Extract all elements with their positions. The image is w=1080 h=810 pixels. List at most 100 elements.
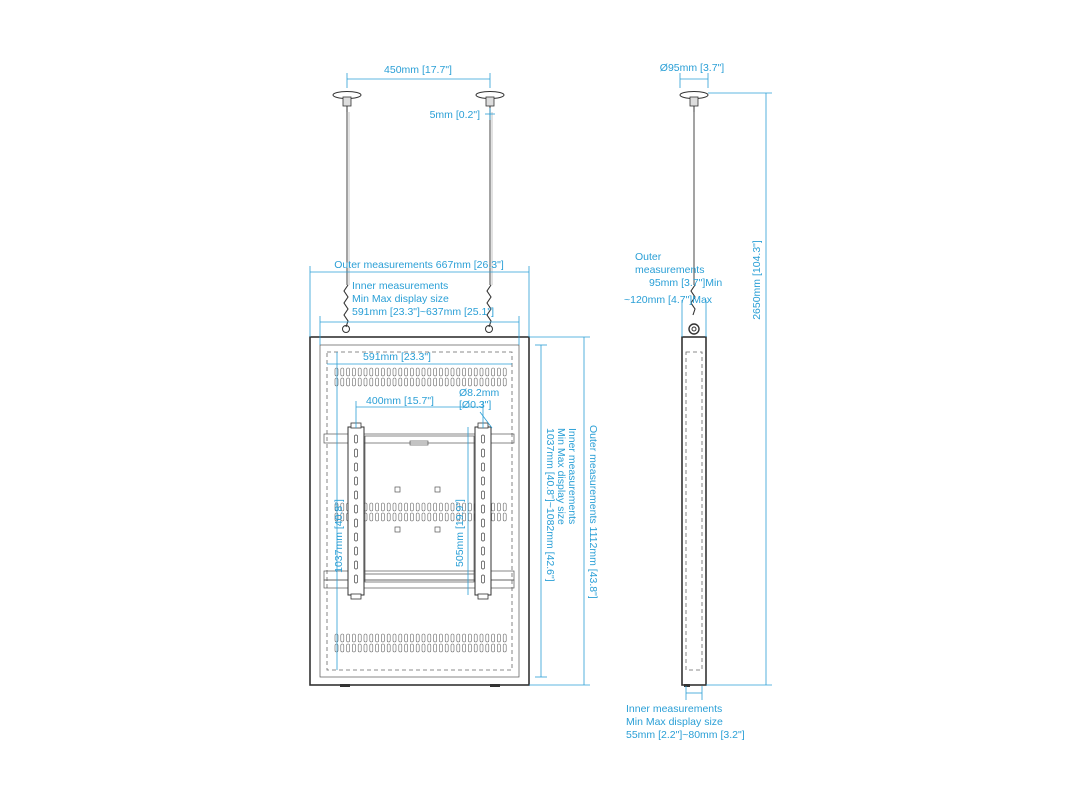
- vent-slot: [497, 377, 501, 387]
- vent-slot: [334, 633, 339, 643]
- cable-gripper-left: [342, 284, 350, 333]
- vent-slot: [450, 367, 455, 377]
- vent-slot: [415, 643, 420, 653]
- front-view: 450mm [17.7"] 5mm [0.2"] Outer measureme…: [309, 64, 599, 687]
- display-outline: [326, 351, 513, 671]
- vent-slot: [340, 512, 345, 522]
- vent-slot: [392, 502, 397, 512]
- vent-slot: [334, 367, 339, 377]
- bracket-slot: [354, 560, 358, 570]
- vent-slot: [444, 367, 449, 377]
- vent-slot: [386, 633, 391, 643]
- outer-depth-line1: Outer: [635, 251, 662, 263]
- vent-slot: [415, 367, 420, 377]
- vent-slot: [404, 377, 408, 387]
- vent-slot: [363, 643, 368, 653]
- front-dimension-lines: [309, 73, 590, 686]
- vent-slot: [433, 367, 437, 377]
- vent-slot: [352, 633, 356, 643]
- vent-slot: [444, 377, 449, 387]
- vent-slot: [485, 643, 490, 653]
- vent-slot: [491, 643, 495, 653]
- vent-slot: [485, 367, 490, 377]
- bracket-slot: [354, 490, 358, 500]
- vent-slot: [479, 643, 484, 653]
- vent-slot: [352, 367, 356, 377]
- bracket-slot: [354, 462, 358, 472]
- bracket-slot: [481, 434, 485, 444]
- vent-slot: [375, 643, 379, 653]
- vent-slot: [369, 377, 374, 387]
- vent-slot: [410, 502, 414, 512]
- vent-slot: [410, 643, 414, 653]
- vent-slot: [485, 377, 490, 387]
- vent-slot: [357, 633, 362, 643]
- vent-slot: [398, 512, 403, 522]
- vent-slot: [433, 633, 437, 643]
- outer-depth-line4: ~120mm [4.7"]Max: [624, 294, 713, 306]
- vent-slot: [398, 633, 403, 643]
- vent-slot: [427, 643, 432, 653]
- bracket-slot: [354, 476, 358, 486]
- cable-gripper-right: [485, 284, 493, 333]
- vent-slot: [450, 633, 455, 643]
- inner-height-range: 1037mm [40.8"]~1082mm [42.6"]: [544, 428, 556, 582]
- vent-slot: [456, 367, 461, 377]
- vent-slot: [392, 512, 397, 522]
- vent-slot: [369, 633, 374, 643]
- vent-slot: [398, 377, 403, 387]
- bracket-slot: [481, 476, 485, 486]
- vent-slot: [369, 367, 374, 377]
- vent-slot: [450, 643, 455, 653]
- vent-slot: [381, 502, 385, 512]
- vent-slot: [473, 377, 478, 387]
- vent-slot: [479, 633, 484, 643]
- vent-slot: [357, 643, 362, 653]
- vent-slot: [375, 512, 379, 522]
- vent-slot: [444, 502, 449, 512]
- vent-slot: [502, 502, 507, 512]
- vent-slot: [404, 633, 408, 643]
- vent-slot: [381, 367, 385, 377]
- side-inner-title: Inner measurements: [626, 703, 722, 715]
- vent-slot: [468, 643, 472, 653]
- vent-slot: [346, 367, 350, 377]
- outer-depth-line3: 95mm [3.7"]Min: [649, 277, 722, 289]
- vent-slot: [456, 377, 461, 387]
- vent-slot: [491, 367, 495, 377]
- vent-slot: [462, 367, 466, 377]
- vent-slot: [468, 367, 472, 377]
- vent-slot: [491, 633, 495, 643]
- total-height-label: 2650mm [104.3"]: [751, 240, 763, 320]
- vent-slot: [392, 367, 397, 377]
- inner-width-label: 591mm [23.3"]: [363, 351, 431, 363]
- vent-slot: [444, 633, 449, 643]
- vent-slot: [369, 512, 374, 522]
- side-inner-subtitle: Min Max display size: [626, 716, 723, 728]
- vent-slot: [410, 512, 414, 522]
- bracket-slot: [481, 532, 485, 542]
- vent-slot: [473, 367, 478, 377]
- vent-slot: [433, 502, 437, 512]
- vent-slot: [491, 377, 495, 387]
- vent-slot: [410, 367, 414, 377]
- hole-diameter-mm: Ø8.2mm: [459, 387, 500, 399]
- vent-slot: [415, 502, 420, 512]
- side-ceiling-mount: [679, 91, 709, 112]
- vent-slot: [439, 377, 443, 387]
- vent-slot: [340, 643, 345, 653]
- vent-slot: [421, 643, 426, 653]
- bracket-slot: [481, 462, 485, 472]
- vent-slot: [398, 643, 403, 653]
- inner-height-title: Inner measurements: [566, 428, 578, 524]
- vent-slot: [404, 502, 408, 512]
- vent-slot: [473, 633, 478, 643]
- vent-slot: [450, 512, 455, 522]
- vent-slot: [456, 633, 461, 643]
- vent-slot: [375, 377, 379, 387]
- vent-slot: [415, 633, 420, 643]
- vent-slot: [386, 367, 391, 377]
- vent-slot: [352, 377, 356, 387]
- vent-slot: [340, 633, 345, 643]
